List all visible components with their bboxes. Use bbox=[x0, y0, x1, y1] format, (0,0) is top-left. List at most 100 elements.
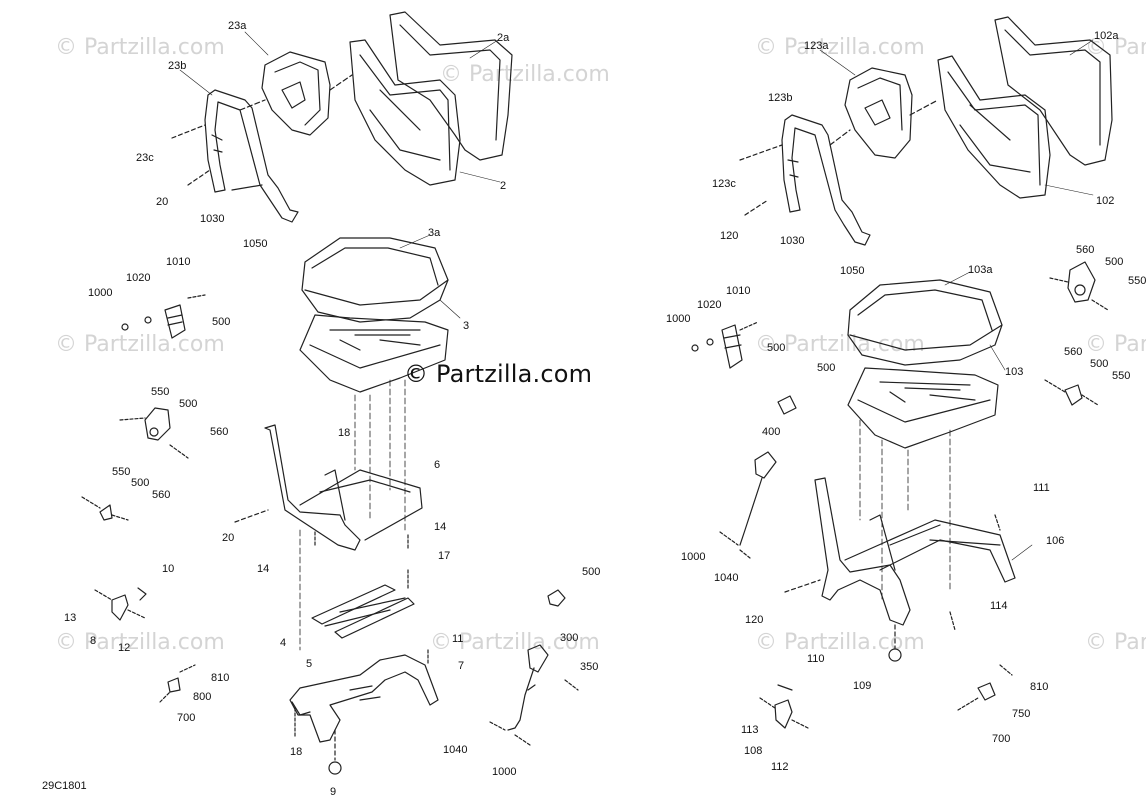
right-part-label: 500 bbox=[817, 362, 836, 374]
seat-cushion-3a bbox=[301, 237, 449, 323]
lower-frame-7 bbox=[289, 654, 439, 743]
seat-base-103 bbox=[847, 367, 999, 449]
right-part-label: 113 bbox=[741, 724, 759, 736]
left-part-label: 560 bbox=[210, 426, 229, 438]
left-part-label: 14 bbox=[257, 563, 270, 575]
right-part-label: 108 bbox=[744, 745, 763, 757]
seat-frame-23b bbox=[171, 89, 299, 223]
right-part-label: 500 bbox=[1090, 358, 1109, 370]
right-part-label: 1000 bbox=[681, 551, 706, 563]
left-part-label: 1010 bbox=[166, 256, 191, 268]
watermark: © Partzilla.com bbox=[755, 630, 925, 655]
right-part-label: 102a bbox=[1094, 30, 1119, 42]
right-part-label: 111 bbox=[1033, 482, 1050, 494]
seat-base-3 bbox=[299, 314, 449, 393]
right-part-label: 102 bbox=[1096, 195, 1115, 207]
right-part-label: 120 bbox=[745, 614, 764, 626]
left-part-label: 2 bbox=[500, 180, 507, 192]
seat-frame-123b bbox=[739, 114, 871, 246]
right-part-label: 560 bbox=[1064, 346, 1083, 358]
left-part-label: 350 bbox=[580, 661, 599, 673]
left-part-label: 23a bbox=[228, 20, 247, 32]
right-part-label: 112 bbox=[771, 761, 789, 773]
right-part-label: 1000 bbox=[666, 313, 691, 325]
left-part-label: 810 bbox=[211, 672, 230, 684]
watermark: © Partzilla.com bbox=[55, 332, 225, 357]
left-part-label: 23c bbox=[136, 152, 154, 164]
right-part-label: 1050 bbox=[840, 265, 865, 277]
seat-frame-6 bbox=[264, 424, 423, 651]
left-part-label: 14 bbox=[434, 521, 447, 533]
left-part-label: 300 bbox=[560, 632, 579, 644]
seat-frame-106 bbox=[814, 477, 1016, 626]
hardware-right bbox=[691, 261, 1109, 729]
seatbelt-300 bbox=[489, 589, 579, 746]
left-part-label: 10 bbox=[162, 563, 175, 575]
left-part-label: 18 bbox=[338, 427, 351, 439]
left-part-label: 23b bbox=[168, 60, 187, 72]
right-part-label: 400 bbox=[762, 426, 781, 438]
left-part-label: 500 bbox=[179, 398, 198, 410]
right-part-label: 550 bbox=[1112, 370, 1131, 382]
hardware-left bbox=[81, 294, 429, 739]
seat-cushion-103a bbox=[847, 279, 1003, 366]
right-part-label: 123c bbox=[712, 178, 736, 190]
left-part-label: 1040 bbox=[443, 744, 468, 756]
right-part-label: 1020 bbox=[697, 299, 722, 311]
left-part-label: 7 bbox=[458, 660, 465, 672]
left-part-label: 500 bbox=[131, 477, 150, 489]
right-part-label: 109 bbox=[853, 680, 872, 692]
right-part-label: 120 bbox=[720, 230, 739, 242]
watermark: © Partzilla.com bbox=[1085, 332, 1146, 357]
right-part-label: 106 bbox=[1046, 535, 1065, 547]
left-part-label: 9 bbox=[330, 786, 337, 798]
right-part-label: 103 bbox=[1005, 366, 1024, 378]
right-part-label: 1040 bbox=[714, 572, 739, 584]
left-part-label: 20 bbox=[222, 532, 235, 544]
watermark: © Partzilla.com bbox=[1085, 35, 1146, 60]
left-part-label: 18 bbox=[290, 746, 303, 758]
slide-rails-4-5 bbox=[311, 584, 415, 639]
watermark: © Partzilla.com bbox=[430, 630, 600, 655]
left-part-label: 500 bbox=[582, 566, 601, 578]
left-part-label: 6 bbox=[434, 459, 441, 471]
watermark: © Partzilla.com bbox=[55, 35, 225, 60]
left-part-label: 3a bbox=[428, 227, 441, 239]
left-part-label: 1030 bbox=[200, 213, 225, 225]
left-part-label: 700 bbox=[177, 712, 196, 724]
left-part-label: 1050 bbox=[243, 238, 268, 250]
right-part-label: 550 bbox=[1128, 275, 1146, 287]
headrest-123a bbox=[844, 67, 913, 159]
left-part-label: 1000 bbox=[492, 766, 517, 778]
seat-back-2 bbox=[349, 11, 513, 186]
left-part-label: 11 bbox=[452, 633, 464, 645]
diagram-id: 29C1801 bbox=[42, 780, 87, 792]
right-part-label: 500 bbox=[767, 342, 786, 354]
watermark: © Partzilla.com bbox=[755, 35, 925, 60]
left-part-label: 500 bbox=[212, 316, 231, 328]
watermark: © Partzilla.com bbox=[440, 62, 610, 87]
left-part-label: 800 bbox=[193, 691, 212, 703]
right-part-label: 500 bbox=[1105, 256, 1124, 268]
left-part-label: 17 bbox=[438, 550, 451, 562]
watermark: © Partzilla.com bbox=[1085, 630, 1146, 655]
watermark: © Partzilla.com bbox=[55, 630, 225, 655]
right-part-label: 560 bbox=[1076, 244, 1095, 256]
right-part-label: 103a bbox=[968, 264, 993, 276]
headrest-23a bbox=[261, 51, 331, 136]
left-part-label: 1020 bbox=[126, 272, 151, 284]
left-part-label: 13 bbox=[64, 612, 77, 624]
left-part-label: 560 bbox=[152, 489, 171, 501]
right-part-label: 114 bbox=[990, 600, 1008, 612]
right-part-label: 1010 bbox=[726, 285, 751, 297]
right-part-label: 123b bbox=[768, 92, 793, 104]
seat-back-102 bbox=[937, 16, 1113, 199]
left-part-label: 550 bbox=[112, 466, 131, 478]
left-part-label: 1000 bbox=[88, 287, 113, 299]
left-part-label: 3 bbox=[463, 320, 470, 332]
partzilla-brand: © Partzilla.com bbox=[404, 360, 593, 388]
left-part-label: 2a bbox=[497, 32, 510, 44]
right-part-label: 700 bbox=[992, 733, 1011, 745]
